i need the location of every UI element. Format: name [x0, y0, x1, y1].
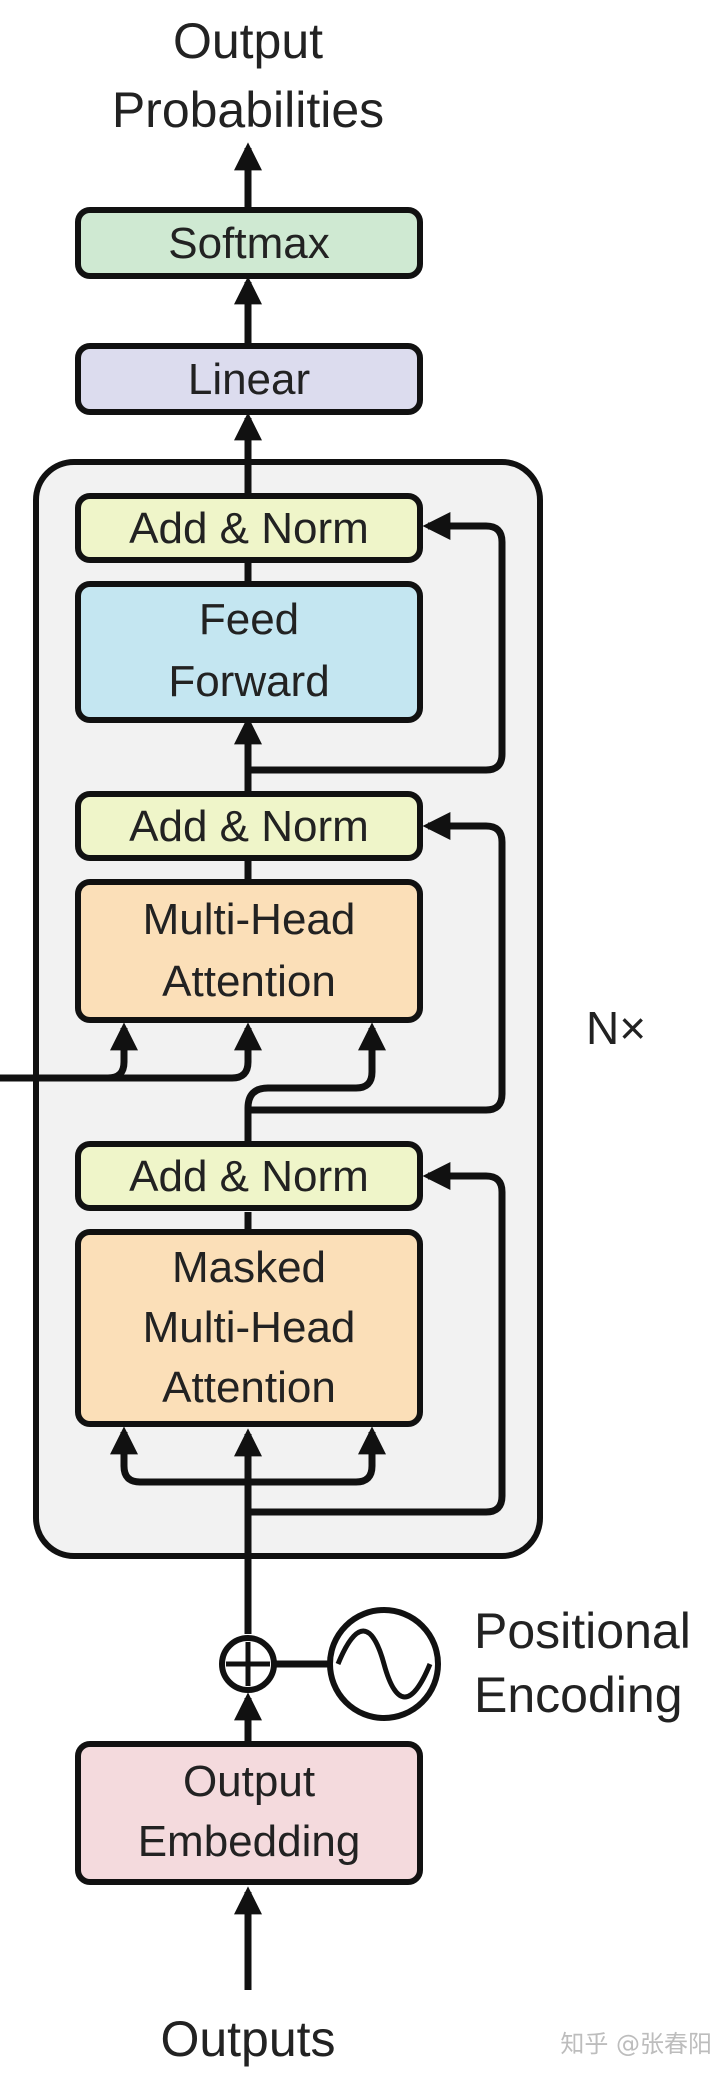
positional-encoding-label-line1: Positional	[474, 1603, 691, 1659]
masked-multi-head-attention-box	[75, 1229, 423, 1427]
masked-attention-label-line2: Multi-Head	[143, 1303, 356, 1352]
repeat-count-label: N×	[586, 1002, 646, 1054]
multi-head-attention-label-line1: Multi-Head	[143, 895, 356, 944]
sine-wave-curve	[335, 1628, 433, 1700]
output-embedding-label-line2: Embedding	[138, 1817, 361, 1866]
masked-attention-label-line1: Masked	[172, 1243, 326, 1292]
softmax-box	[75, 207, 423, 279]
feed-forward-label-line2: Forward	[168, 657, 329, 706]
query-input	[244, 1022, 386, 1144]
outputs-label: Outputs	[160, 2011, 335, 2067]
watermark-text: 知乎 @张春阳	[560, 2030, 712, 2058]
output-embedding-label-line1: Output	[183, 1757, 315, 1806]
output-probabilities-label-line2: Probabilities	[112, 82, 384, 138]
masked-input-right	[248, 1426, 386, 1486]
encoder-input-value	[108, 1022, 262, 1082]
residual-ff	[248, 512, 506, 774]
add-norm-box-top	[75, 493, 423, 563]
feed-forward-label-line1: Feed	[199, 595, 299, 644]
softmax-label: Softmax	[168, 219, 329, 268]
multi-head-attention-box	[75, 879, 423, 1023]
add-norm-label-top: Add & Norm	[129, 504, 369, 553]
add-norm-label-bottom: Add & Norm	[129, 1152, 369, 1201]
residual-attention	[248, 812, 506, 1114]
output-embedding-box	[75, 1741, 423, 1885]
residual-masked-attention	[248, 1162, 506, 1516]
output-probabilities-label-line1: Output	[173, 13, 323, 69]
multi-head-attention-label-line2: Attention	[162, 957, 336, 1006]
feed-forward-box	[75, 581, 423, 723]
linear-label: Linear	[188, 355, 310, 404]
masked-input-left	[110, 1426, 248, 1486]
linear-box	[75, 343, 423, 415]
masked-attention-label-line3: Attention	[162, 1363, 336, 1412]
add-norm-label-middle: Add & Norm	[129, 802, 369, 851]
positional-encoding-label-line2: Encoding	[474, 1667, 683, 1723]
add-norm-box-middle	[75, 791, 423, 861]
